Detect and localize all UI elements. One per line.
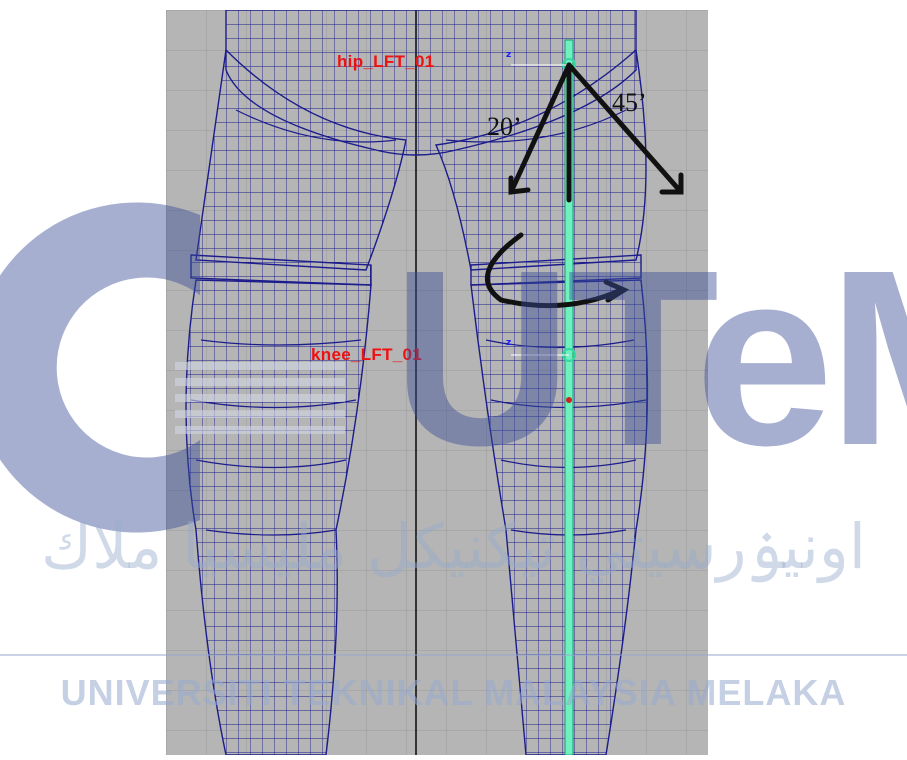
hip-axis-indicator: z	[506, 50, 511, 60]
hip-joint-label[interactable]: hip_LFT_01	[337, 52, 434, 72]
viewport[interactable]	[166, 10, 708, 755]
knee-joint-label[interactable]: knee_LFT_01	[311, 345, 422, 365]
viewport-canvas	[166, 10, 708, 755]
knee-axis-indicator: z	[506, 338, 511, 348]
joint-pivot-dot	[566, 397, 572, 403]
angle-20-label: 20’	[487, 112, 522, 142]
angle-45-label: 45’	[612, 88, 647, 118]
